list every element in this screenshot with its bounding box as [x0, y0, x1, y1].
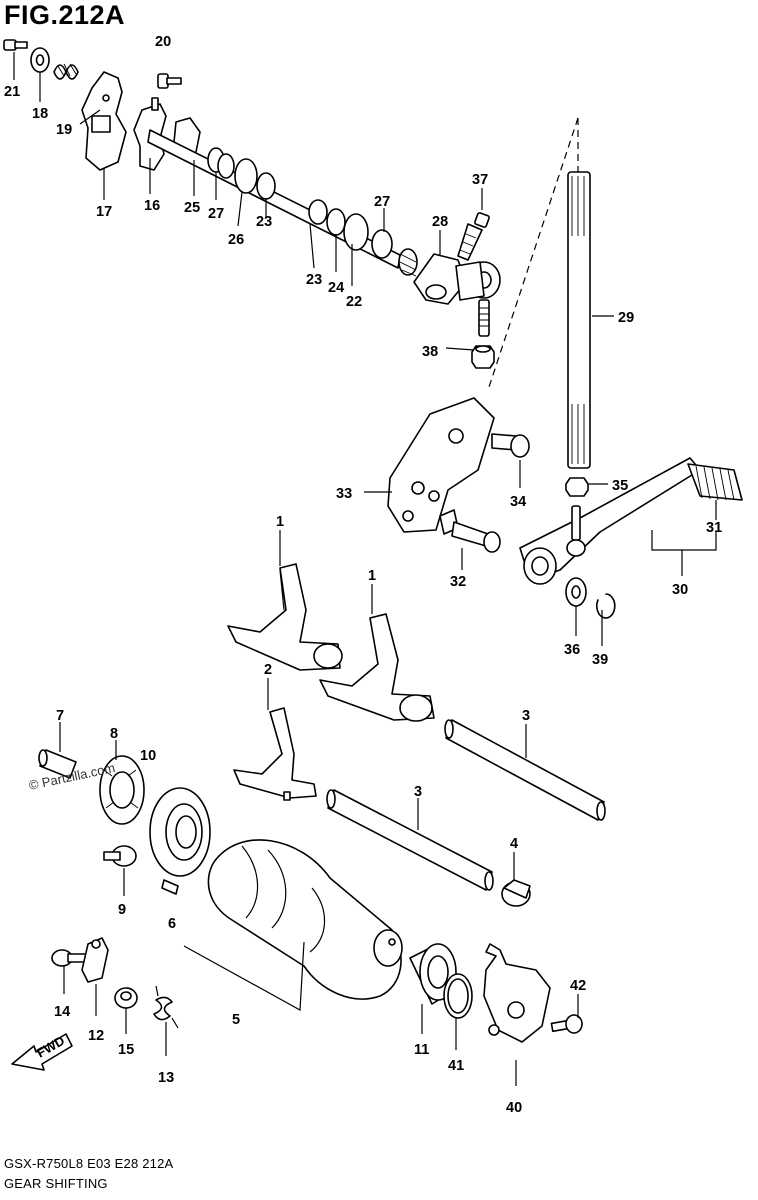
part-dowel-6	[161, 879, 179, 895]
callout-32: 32	[450, 574, 466, 590]
callout-labels: 20 21 18 19 17 16 25 27 26 23 27 23 24 2…	[4, 34, 722, 1116]
part-shift-fork-1b	[319, 613, 435, 722]
callout-1-b: 1	[368, 568, 376, 584]
callout-25: 25	[184, 200, 200, 216]
callout-11: 11	[414, 1042, 429, 1058]
callout-14: 14	[54, 1004, 70, 1020]
part-circlip-39	[596, 593, 616, 619]
part-footpeg-rubber-31	[687, 463, 743, 501]
dashed-leader-lines	[487, 117, 579, 391]
part-spring-13	[153, 985, 179, 1029]
callout-9: 9	[118, 902, 126, 918]
fwd-arrow-icon: FWD	[11, 1033, 73, 1071]
callout-8: 8	[110, 726, 118, 742]
callout-21: 21	[4, 84, 20, 100]
callout-13: 13	[158, 1070, 174, 1086]
callout-34: 34	[510, 494, 526, 510]
callout-23-b: 23	[306, 272, 322, 288]
part-pin-7	[38, 749, 77, 779]
callout-37: 37	[472, 172, 488, 188]
part-joint-28	[413, 253, 501, 305]
part-stopper-plate-17	[81, 71, 127, 171]
callout-3-b: 3	[414, 784, 422, 800]
callout-16: 16	[144, 198, 160, 214]
part-bolt-14	[51, 949, 87, 967]
part-shift-fork-1a	[227, 563, 343, 671]
part-bolt-top	[157, 73, 182, 89]
part-nut-35	[565, 477, 589, 497]
callout-28: 28	[432, 214, 448, 230]
callout-18: 18	[32, 106, 48, 122]
part-bolt-42	[550, 1014, 583, 1034]
part-washer-36	[565, 577, 587, 607]
callout-26: 26	[228, 232, 244, 248]
part-link-rod-29	[567, 171, 591, 469]
part-shift-lever-30	[519, 457, 701, 585]
part-bolt-21	[3, 39, 28, 51]
part-bearing-10	[149, 787, 211, 877]
part-bolt-34	[491, 433, 530, 458]
callout-2: 2	[264, 662, 272, 678]
part-oring-41	[443, 973, 473, 1019]
callout-5: 5	[232, 1012, 240, 1028]
callout-17: 17	[96, 204, 112, 220]
callout-29: 29	[618, 310, 634, 326]
part-spring-19	[53, 63, 79, 80]
part-shift-cam-drum-5	[207, 839, 403, 1000]
callout-40: 40	[506, 1100, 522, 1116]
callout-20: 20	[155, 34, 171, 50]
callout-38: 38	[422, 344, 438, 360]
part-bolt-37	[457, 212, 490, 261]
callout-33: 33	[336, 486, 352, 502]
part-cam-gear-8	[99, 755, 145, 825]
part-plug-4	[501, 879, 531, 907]
part-fork-shaft-3a	[444, 719, 606, 821]
part-fork-shaft-3b	[326, 789, 494, 891]
callout-30: 30	[672, 582, 688, 598]
leader-lines	[13, 52, 717, 1086]
callout-27-b: 27	[374, 194, 390, 210]
callout-24: 24	[328, 280, 344, 296]
callout-10: 10	[140, 748, 156, 764]
part-bracket-33	[387, 397, 495, 533]
callout-27-a: 27	[208, 206, 224, 222]
part-nut-38	[471, 345, 495, 369]
callout-7: 7	[56, 708, 64, 724]
part-pivot-bolt-32	[439, 509, 501, 553]
callout-4: 4	[510, 836, 518, 852]
callout-35: 35	[612, 478, 628, 494]
part-washer-18	[30, 47, 50, 73]
model-code-line: GSX-R750L8 E03 E28 212A	[4, 1156, 174, 1171]
callout-36: 36	[564, 642, 580, 658]
callout-42: 42	[570, 978, 586, 994]
callout-15: 15	[118, 1042, 134, 1058]
callout-3-a: 3	[522, 708, 530, 724]
callout-12: 12	[88, 1028, 104, 1044]
callout-19: 19	[56, 122, 72, 138]
part-threaded-stud	[478, 299, 490, 337]
part-cover-40	[483, 943, 551, 1043]
callout-31: 31	[706, 520, 722, 536]
callout-41: 41	[448, 1058, 464, 1074]
figure-title: FIG.212A	[4, 0, 126, 30]
part-plate-12	[81, 937, 109, 983]
part-collar-15	[114, 987, 138, 1009]
callout-23-a: 23	[256, 214, 272, 230]
callout-39: 39	[592, 652, 608, 668]
callout-1-a: 1	[276, 514, 284, 530]
part-shift-fork-2	[233, 707, 317, 801]
section-name: GEAR SHIFTING	[4, 1176, 108, 1191]
callout-22: 22	[346, 294, 362, 310]
part-bolt-9	[103, 845, 137, 867]
callout-6: 6	[168, 916, 176, 932]
